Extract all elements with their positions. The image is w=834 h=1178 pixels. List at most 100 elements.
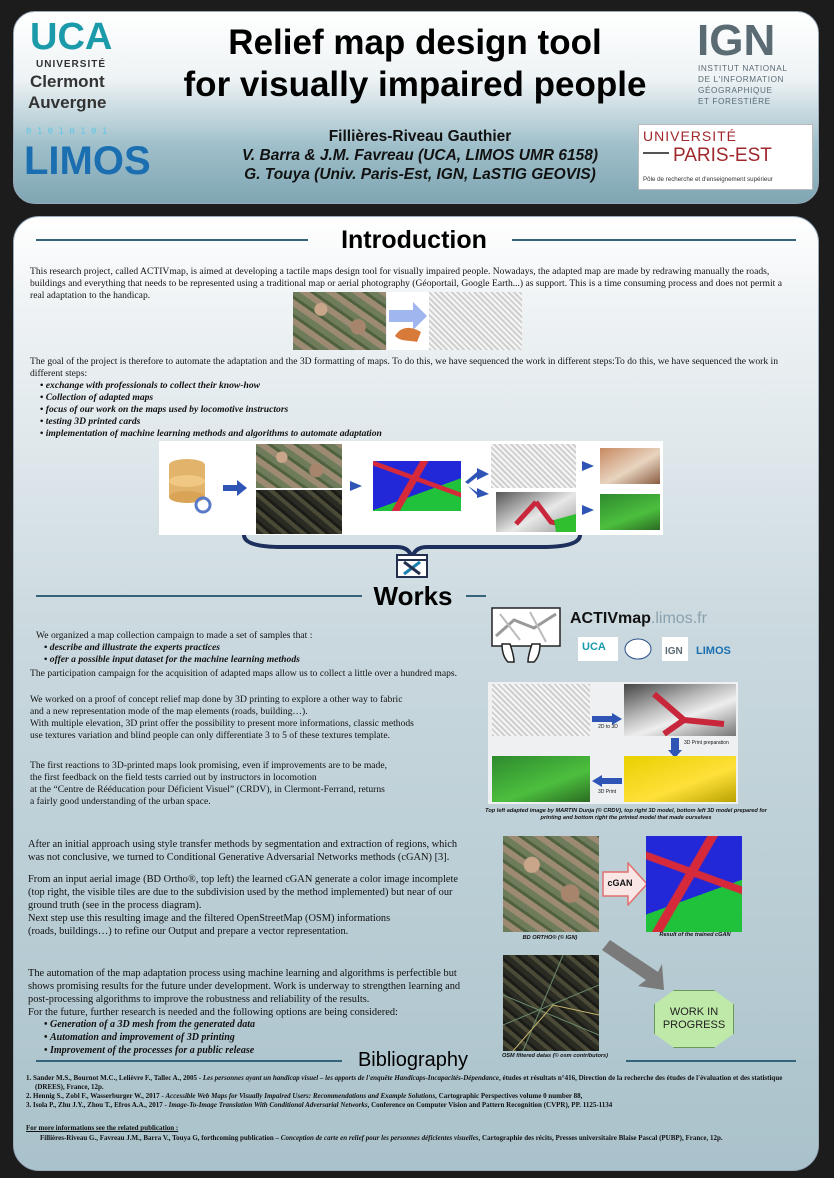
ign-line4: ET FORESTIÈRE — [698, 96, 771, 106]
partner-limos: LIMOS — [696, 645, 731, 657]
wrench-screwdriver-icon — [396, 554, 428, 578]
works-bullet: describe and illustrate the experts prac… — [44, 642, 494, 654]
print-caption: Top left adapted image by MARTIN Dunja (… — [485, 808, 767, 821]
intro-para-1: This research project, called ACTIVmap, … — [30, 266, 782, 301]
wip-line-2: PROGRESS — [662, 1019, 726, 1031]
uca-logo: UCA UNIVERSITÉ Clermont Auvergne — [24, 15, 134, 115]
biblio-rule-left — [36, 1060, 342, 1062]
pe-line1: UNIVERSITÉ — [643, 128, 737, 144]
works-para-3-line: The first reactions to 3D-printed maps l… — [30, 760, 388, 771]
intro-bullet: exchange with professionals to collect t… — [40, 380, 640, 392]
more-ref-authors: Fillières-Riveau G., Favreau J.M., Barra… — [40, 1134, 281, 1142]
limos-text: LIMOS — [24, 139, 151, 183]
label-print: 3D Print — [597, 789, 617, 795]
more-ref-title: Conception de carte en relief pour les p… — [280, 1134, 479, 1142]
works-para-3-line: the first feedback on the field tests ca… — [30, 772, 317, 783]
ref-3-source: , Conference on Computer Vision and Patt… — [367, 1101, 613, 1109]
biblio-ref-3: 3. Isola P., Zhu J.Y., Zhou T., Efros A.… — [26, 1101, 802, 1110]
svg-text:0 1 0 1 0 1 0 1: 0 1 0 1 0 1 0 1 — [26, 127, 107, 137]
biblio-rule-right — [626, 1060, 796, 1062]
uca-abbr: UCA — [30, 16, 112, 58]
print-arrow-left — [592, 774, 622, 787]
more-info-ref: Fillières-Riveau G., Favreau J.M., Barra… — [40, 1134, 802, 1143]
print-3d-model-image — [624, 684, 736, 736]
work-in-progress-badge: WORK IN PROGRESS — [654, 990, 734, 1048]
arrow-left-icon — [592, 775, 622, 787]
caption-result: Result of the trained cGAN — [659, 932, 731, 938]
diagram-3d-model — [496, 492, 576, 532]
label-print-prep: 3D Print preparation — [684, 740, 729, 746]
3d-model-render-icon — [652, 691, 725, 736]
arrow-right-icon — [592, 713, 622, 725]
works-para-1-end: The participation campaign for the acqui… — [30, 668, 458, 679]
caption-ortho: BD ORTHO® (© IGN) — [522, 935, 578, 941]
works-para-6: The automation of the map adaptation pro… — [28, 967, 498, 1019]
works-title: Works — [373, 581, 453, 611]
more-info-title: For more informations see the related pu… — [26, 1124, 179, 1132]
works-para-2-line: and a new representation mode of the map… — [30, 706, 308, 717]
diagram-aerial-top — [256, 444, 342, 488]
biblio-ref-2: 2. Hennig S., Zobl F., Wasserburger W., … — [26, 1092, 802, 1101]
works-para-5-line: (top right, the visible tiles are due to… — [28, 887, 453, 898]
works-para-6-line: post-processing algorithms to improve th… — [28, 994, 370, 1005]
partner-logos-icon: UCA IGN LIMOS — [578, 637, 731, 661]
works-para-2: We worked on a proof of concept relief m… — [30, 694, 490, 742]
arrow-down-icon — [668, 738, 682, 758]
ign-text: IGN — [697, 16, 775, 65]
works-para-3-line: a fairly good understanding of the urban… — [30, 796, 211, 807]
author-line-2: V. Barra & J.M. Favreau (UCA, LIMOS UMR … — [241, 147, 599, 164]
biblio-title: Bibliography — [357, 1049, 469, 1071]
title-line-2: for visually impaired people — [183, 65, 647, 104]
osm-lines-icon — [503, 955, 599, 1051]
works-para-4-line: After an initial approach using style tr… — [28, 839, 458, 850]
poster-title: Relief map design tool for visually impa… — [140, 22, 690, 106]
diagram-arrow-icon — [350, 481, 362, 491]
works-para-4-line: was not conclusive, we turned to Conditi… — [28, 852, 450, 863]
cgan-label: cGAN — [607, 878, 633, 888]
author-main: Fillières-Riveau Gauthier — [328, 128, 512, 145]
activmap-brand: ACTIVmap.limos.fr — [570, 609, 770, 629]
future-bullet: Improvement of the processes for a publi… — [44, 1044, 484, 1057]
limos-logo-icon: 0 1 0 1 0 1 0 1 LIMOS — [24, 127, 151, 183]
ign-logo: IGN INSTITUT NATIONAL DE L'INFORMATION G… — [695, 15, 810, 110]
biblio-list: 1. Sander M.S., Bournot M.C., Lelièvre F… — [26, 1074, 802, 1110]
works-para-2-line: With multiple elevation, 3D print offer … — [30, 718, 414, 729]
uca-logo-icon: UCA UNIVERSITÉ Clermont Auvergne — [28, 16, 112, 112]
uca-line2: Clermont — [30, 72, 105, 91]
uca-line1: UNIVERSITÉ — [36, 57, 106, 70]
works-para-5-line: ground truth (see in the process diagram… — [28, 900, 202, 911]
process-diagram-svg — [169, 459, 247, 514]
print-adapted-image — [492, 684, 590, 736]
partner-ign: IGN — [665, 646, 683, 657]
limos-logo: 0 1 0 1 0 1 0 1 LIMOS — [22, 122, 172, 184]
works-para-5-line: (roads, buildings…) to refine our Output… — [28, 926, 349, 937]
tool-icon — [396, 552, 428, 580]
works-para-2-line: use textures variation and blind people … — [30, 730, 391, 741]
intro-bullet: implementation of machine learning metho… — [40, 428, 640, 440]
diagram-aerial-bottom — [256, 490, 342, 534]
biblio-ref-1: 1. Sander M.S., Bournot M.C., Lelièvre F… — [26, 1074, 802, 1092]
diagram-hands-photo — [600, 448, 660, 484]
works-para-6-line: The automation of the map adaptation pro… — [28, 968, 457, 979]
partner-uca: UCA — [582, 641, 606, 653]
3d-model-icon — [514, 500, 576, 532]
print-prepared-model — [624, 756, 736, 802]
activmap-partner-logos: UCA IGN LIMOS — [578, 636, 738, 662]
diagram-printed-model — [600, 494, 660, 530]
osm-filtered-image — [503, 955, 599, 1051]
diagram-arrow-icon — [582, 461, 594, 471]
author-line-3: G. Touya (Univ. Paris-Est, IGN, LaSTIG G… — [244, 166, 596, 183]
intro-bullet: Collection of adapted maps — [40, 392, 640, 404]
works-bullet: offer a possible input dataset for the m… — [44, 654, 494, 666]
cgan-input-ortho — [503, 836, 599, 932]
works-para-6-line: shows promising results for the future u… — [28, 981, 461, 992]
diagram-tactile-top — [491, 444, 576, 488]
hand-arrow-icon — [389, 302, 427, 342]
print-arrow-down — [668, 738, 682, 758]
works-para-5-line: From an input aerial image (BD Ortho®, t… — [28, 874, 459, 885]
wip-line-1: WORK IN — [669, 1006, 719, 1018]
cgan-arrow — [602, 861, 649, 907]
cgan-arrow-icon — [602, 861, 649, 907]
intro-para-2: The goal of the project is therefore to … — [30, 356, 778, 379]
cgan-result-image — [646, 836, 742, 932]
